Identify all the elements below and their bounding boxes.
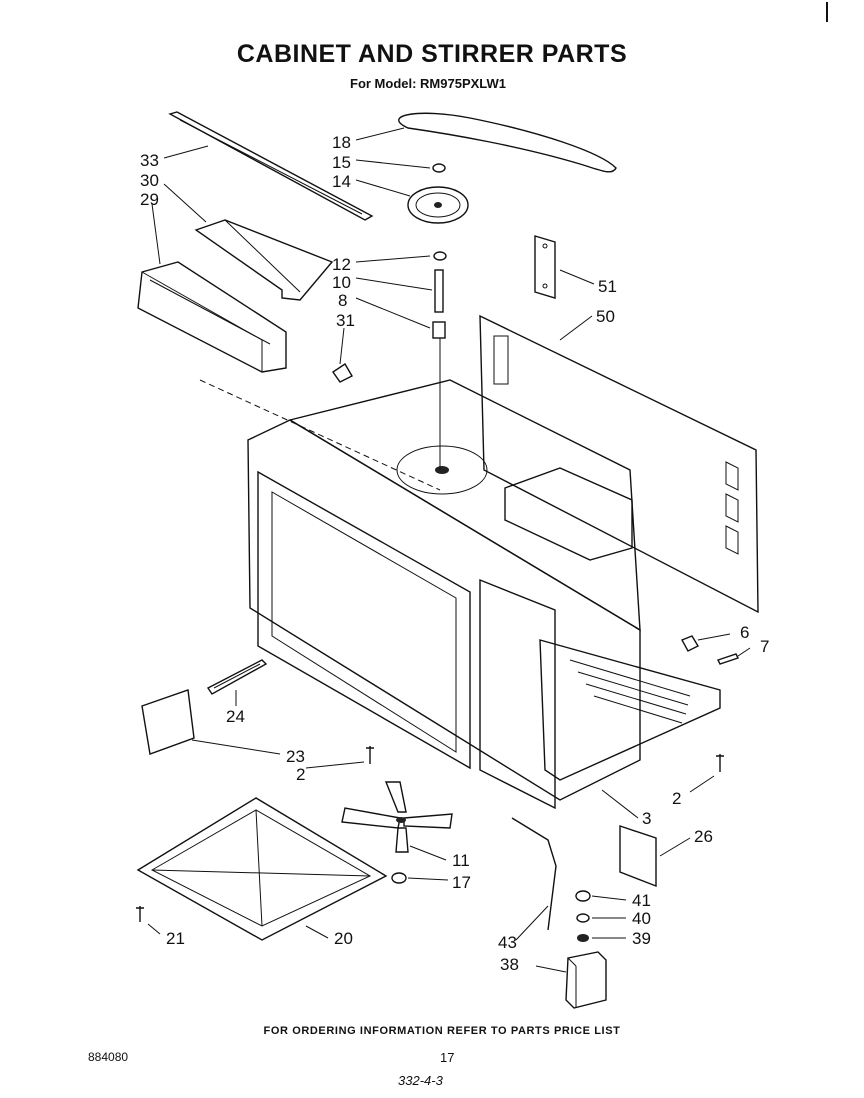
part-30-cover [194, 219, 334, 301]
callout-43: 43 [498, 933, 517, 952]
part-20-bottom-plate [136, 797, 388, 941]
leader-lines [147, 127, 751, 973]
part-17-nut [391, 872, 407, 884]
callout-12: 12 [332, 255, 351, 274]
callout-39: 39 [632, 929, 651, 948]
part-23-panel [141, 689, 195, 755]
part-50-back-panel [479, 314, 759, 614]
part-15-clip [432, 163, 446, 173]
part-12-washer [433, 251, 447, 261]
callout-21: 21 [166, 929, 185, 948]
part-38-motor [565, 951, 607, 1009]
cabinet-body [199, 338, 721, 810]
part-18-belt [398, 112, 617, 173]
part-41-nut [575, 890, 591, 902]
callout-20: 20 [334, 929, 353, 948]
callout-14: 14 [332, 172, 351, 191]
callout-33: 33 [140, 151, 159, 170]
callout-41: 41 [632, 891, 651, 910]
callout-24: 24 [226, 707, 245, 726]
callout-30: 30 [140, 171, 159, 190]
callout-2-right: 2 [672, 789, 681, 808]
part-31-clip [332, 363, 353, 383]
corner-mark [826, 2, 828, 22]
part-29-duct [137, 261, 287, 373]
callout-38: 38 [500, 955, 519, 974]
callout-8: 8 [338, 291, 347, 310]
part-14-stirrer-pulley [407, 186, 469, 224]
part-33-strip [168, 111, 374, 221]
ordering-note: FOR ORDERING INFORMATION REFER TO PARTS … [263, 1025, 621, 1037]
page-number: 17 [440, 1050, 455, 1065]
callout-26: 26 [694, 827, 713, 846]
callout-7: 7 [760, 637, 769, 656]
callout-6: 6 [740, 623, 749, 642]
part-40-washer [576, 913, 590, 923]
part-11-stirrer-blade [341, 781, 453, 853]
callout-17: 17 [452, 873, 471, 892]
part-10-shaft [434, 269, 444, 313]
callout-3: 3 [642, 809, 651, 828]
callout-23: 23 [286, 747, 305, 766]
handwritten-note: 332-4-3 [398, 1073, 443, 1088]
part-6-fastener [681, 635, 699, 652]
callout-29: 29 [140, 190, 159, 209]
document-number: 884080 [88, 1050, 129, 1064]
callout-50: 50 [596, 307, 615, 326]
part-8-bearing [432, 321, 446, 339]
callout-11: 11 [452, 851, 470, 870]
part-24-hinge [206, 659, 268, 695]
part-21-screw [136, 906, 144, 922]
callout-2-left: 2 [296, 765, 305, 784]
model-subtitle: For Model: RM975PXLW1 [350, 76, 507, 91]
page-title: CABINET AND STIRRER PARTS [236, 40, 628, 68]
part-2-screw-right [716, 754, 724, 772]
callout-15: 15 [332, 153, 351, 172]
part-43-shaft [511, 817, 557, 931]
part-2-screw-left [366, 746, 374, 764]
callout-51: 51 [598, 277, 617, 296]
part-39-washer [577, 934, 589, 942]
callout-40: 40 [632, 909, 651, 928]
callout-18: 18 [332, 133, 351, 152]
part-51-plate [534, 235, 556, 299]
callout-31: 31 [336, 311, 355, 330]
part-7-screw [717, 653, 739, 665]
part-26-cover [619, 825, 657, 888]
callout-10: 10 [332, 273, 351, 292]
